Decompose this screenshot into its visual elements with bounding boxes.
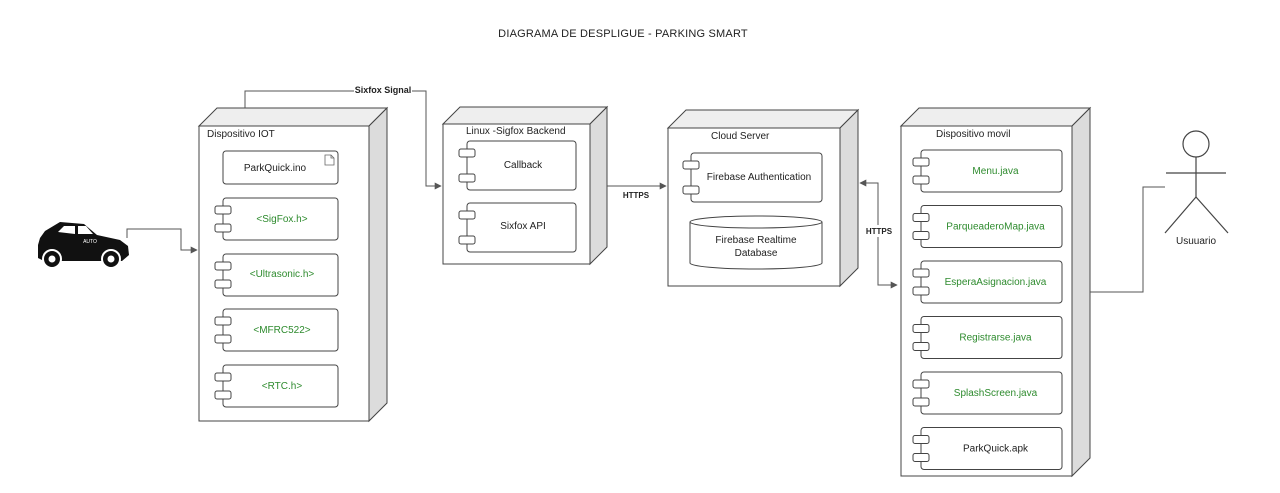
component-port-icon <box>912 213 930 222</box>
component-sixfox-api[interactable]: Sixfox API <box>458 202 577 253</box>
component-parqueaderomap-java[interactable]: ParqueaderoMap.java <box>912 205 1063 248</box>
connector-https-cloud-mobile[interactable]: HTTPS <box>859 179 898 289</box>
database-firebase-realtime[interactable]: Firebase Realtime Database <box>689 215 823 270</box>
connector-https-backend-cloud[interactable]: HTTPS <box>607 182 667 200</box>
svg-text:Sixfox API: Sixfox API <box>500 221 546 232</box>
artifact-parkquick-ino[interactable]: ParkQuick.ino <box>222 150 339 185</box>
component-label: ParqueaderoMap.java <box>946 222 1045 233</box>
https-label-1: HTTPS <box>623 191 650 200</box>
svg-text:<SigFox.h>: <SigFox.h> <box>256 214 307 225</box>
component-port-icon <box>912 397 930 407</box>
component-port-icon <box>214 334 232 344</box>
mobile-components: Menu.javaParqueaderoMap.javaEsperaAsigna… <box>912 149 1063 470</box>
component-port-icon <box>912 286 930 296</box>
svg-text:Firebase Authentication: Firebase Authentication <box>707 172 812 183</box>
document-icon <box>324 154 335 166</box>
car-icon: AUTO <box>38 222 129 269</box>
node-title-iot: Dispositivo IOT <box>207 129 275 140</box>
component-port-icon <box>912 175 930 185</box>
component-firebase-auth[interactable]: Firebase Authentication <box>682 152 823 203</box>
component-splashscreen-java[interactable]: SplashScreen.java <box>912 371 1063 415</box>
component-callback[interactable]: Callback <box>458 140 577 191</box>
component-parkquick-apk[interactable]: ParkQuick.apk <box>912 427 1063 470</box>
connector-sixfox-signal[interactable]: Sixfox Signal <box>244 84 442 190</box>
component-port-icon <box>912 324 930 333</box>
svg-text:ParkQuick.ino: ParkQuick.ino <box>244 163 307 174</box>
sixfox-signal-label: Sixfox Signal <box>355 85 412 95</box>
component-esperaasignacion-java[interactable]: EsperaAsignacion.java <box>912 260 1063 304</box>
component-ultrasonic-h[interactable]: <Ultrasonic.h> <box>214 253 339 297</box>
node-dispositivo-iot[interactable]: Dispositivo IOT ParkQuick.ino <SigFox.h>… <box>197 106 389 423</box>
component-label: Registrarse.java <box>959 333 1032 344</box>
component-port-icon <box>214 390 232 400</box>
component-port-icon <box>912 435 930 444</box>
component-registrarse-java[interactable]: Registrarse.java <box>912 316 1063 359</box>
diagram-title: DIAGRAMA DE DESPLIGUE - PARKING SMART <box>498 28 748 40</box>
node-title-mobile: Dispositivo movil <box>936 129 1010 140</box>
component-label: Menu.java <box>972 166 1019 177</box>
component-label: ParkQuick.apk <box>963 444 1029 455</box>
svg-text:<MFRC522>: <MFRC522> <box>253 325 310 336</box>
component-port-icon <box>214 205 232 215</box>
node-title-cloud: Cloud Server <box>711 131 770 142</box>
component-label: SplashScreen.java <box>954 388 1038 399</box>
node-cloud-server[interactable]: Cloud Server Firebase Authentication Fir… <box>666 108 860 288</box>
component-port-icon <box>214 279 232 289</box>
database-label: Firebase Realtime <box>715 235 797 246</box>
component-label: EsperaAsignacion.java <box>945 277 1047 288</box>
component-port-icon <box>912 231 930 240</box>
svg-text:<RTC.h>: <RTC.h> <box>262 381 303 392</box>
connector-mobile-user[interactable] <box>1090 186 1165 293</box>
component-port-icon <box>912 453 930 462</box>
svg-text:Callback: Callback <box>504 160 543 171</box>
component-port-icon <box>682 160 700 170</box>
component-rtc-h[interactable]: <RTC.h> <box>214 364 339 408</box>
component-port-icon <box>458 210 476 220</box>
component-port-icon <box>214 316 232 326</box>
component-port-icon <box>682 185 700 195</box>
component-port-icon <box>912 342 930 351</box>
component-port-icon <box>458 148 476 158</box>
database-label-line2: Database <box>735 248 778 259</box>
node-dispositivo-movil[interactable]: Dispositivo movil Menu.javaParqueaderoMa… <box>899 106 1092 478</box>
component-mfrc522[interactable]: <MFRC522> <box>214 308 339 352</box>
component-port-icon <box>912 268 930 278</box>
component-port-icon <box>214 261 232 271</box>
component-port-icon <box>214 223 232 233</box>
car-badge: AUTO <box>83 239 97 245</box>
component-port-icon <box>458 235 476 245</box>
svg-text:<Ultrasonic.h>: <Ultrasonic.h> <box>250 269 315 280</box>
component-port-icon <box>458 173 476 183</box>
node-sigfox-backend[interactable]: Linux -Sigfox Backend Callback Sixfox AP… <box>441 105 609 266</box>
component-sigfox-h[interactable]: <SigFox.h> <box>214 197 339 241</box>
https-label-2: HTTPS <box>866 227 893 236</box>
connector-car-iot[interactable] <box>126 228 198 254</box>
component-port-icon <box>214 372 232 382</box>
actor-label: Usuuario <box>1176 236 1216 247</box>
node-title-backend: Linux -Sigfox Backend <box>466 126 566 137</box>
component-port-icon <box>912 157 930 167</box>
component-menu-java[interactable]: Menu.java <box>912 149 1063 193</box>
stick-figure-icon <box>1164 130 1229 234</box>
component-port-icon <box>912 379 930 389</box>
